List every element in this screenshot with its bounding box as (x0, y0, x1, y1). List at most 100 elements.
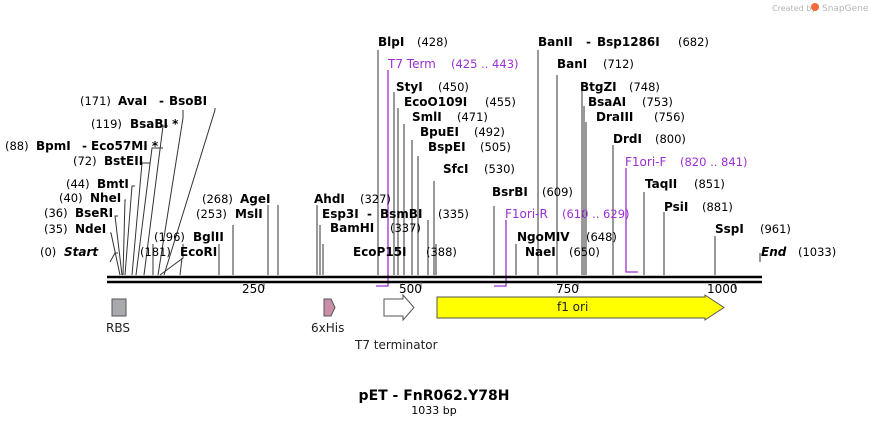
primer-f1oriF-line (625, 168, 638, 273)
snapgene-watermark: Created by SnapGene (772, 3, 869, 14)
avaI-name[interactable]: AvaI (118, 94, 147, 108)
bamHI-pos: (337) (390, 221, 421, 235)
esp3I-pos: (335) (438, 207, 469, 221)
primer-connectors (376, 70, 638, 287)
avaI-pos: (171) (80, 94, 111, 108)
btgZI-pos: (748) (629, 80, 660, 94)
ecoO109I-name[interactable]: EcoO109I (404, 95, 467, 109)
primer-f1oriF-name[interactable]: F1ori-F (625, 155, 666, 169)
banII-name[interactable]: BanII (538, 35, 573, 49)
feature-t7-terminator-label: T7 terminator (354, 338, 438, 352)
styI-pos: (450) (438, 80, 469, 94)
naeI-name[interactable]: NaeI (525, 245, 556, 259)
bsaBI-name[interactable]: BsaBI * (130, 117, 179, 131)
primer-t7term-range: (425 .. 443) (451, 57, 519, 71)
end-label: End (761, 245, 787, 259)
connector-bmtI (124, 185, 135, 276)
draIII-name[interactable]: DraIII (596, 110, 633, 124)
taqII-name[interactable]: TaqII (645, 177, 677, 191)
bsmBI-name[interactable]: BsmBI (380, 207, 422, 221)
ecoP15I-pos: (388) (426, 245, 457, 259)
bsaBI-pos: (119) (91, 117, 122, 131)
taqII-pos: (851) (694, 177, 725, 191)
connector-bsaBI (143, 125, 168, 276)
banII-pos: (682) (678, 35, 709, 49)
bsrBI-pos: (609) (542, 185, 573, 199)
ecoO109I-pos: (455) (485, 95, 516, 109)
drdI-name[interactable]: DrdI (613, 132, 642, 146)
naeI-pos: (650) (569, 245, 600, 259)
ndeI-name[interactable]: NdeI (75, 222, 106, 236)
sfcI-name[interactable]: SfcI (443, 162, 468, 176)
bstEII-name[interactable]: BstEII (104, 154, 143, 168)
feature-rbs-label: RBS (106, 321, 130, 335)
enzyme-connectors (109, 50, 761, 276)
bspEI-name[interactable]: BspEI (428, 140, 466, 154)
watermark-created-by: Created by (772, 4, 816, 13)
draIII-pos: (756) (654, 110, 685, 124)
psiI-pos: (881) (702, 200, 733, 214)
ecoP15I-name[interactable]: EcoP15I (353, 245, 407, 259)
smlI-name[interactable]: SmlI (412, 110, 442, 124)
bglII-name[interactable]: BglII (193, 230, 224, 244)
ecoRI-pos: (181) (140, 245, 171, 259)
bspEI-pos: (505) (480, 140, 511, 154)
bglII-pos: (196) (154, 230, 185, 244)
banI-name[interactable]: BanI (557, 57, 587, 71)
nheI-pos: (40) (59, 191, 83, 205)
bsaAI-pos: (753) (642, 95, 673, 109)
btgZI-name[interactable]: BtgZI (580, 80, 617, 94)
primer-t7term-name[interactable]: T7 Term (387, 57, 436, 71)
nheI-name[interactable]: NheI (90, 191, 121, 205)
bsaAI-name[interactable]: BsaAI (588, 95, 626, 109)
bmtI-name[interactable]: BmtI (97, 177, 129, 191)
bmtI-pos: (44) (66, 177, 90, 191)
ahdI-name[interactable]: AhdI (314, 192, 345, 206)
banI-pos: (712) (603, 57, 634, 71)
primer-f1oriR-name[interactable]: F1ori-R (505, 207, 548, 221)
blpI-name[interactable]: BlpI (378, 35, 404, 49)
connector-ndeI (110, 232, 121, 276)
esp3I-sep: - (367, 207, 372, 221)
connector-nheI (122, 199, 126, 276)
bpmI-pos: (88) (5, 139, 29, 153)
end-pos: (1033) (798, 245, 836, 259)
plasmid-length: 1033 bp (411, 404, 456, 417)
scale-label-250: 250 (242, 282, 265, 296)
bamHI-name[interactable]: BamHI (330, 221, 374, 235)
mslI-pos: (253) (196, 207, 227, 221)
mslI-name[interactable]: MslI (235, 207, 263, 221)
connector-bseRI (114, 215, 123, 276)
start-pos: (0) (40, 245, 56, 259)
ngoMIV-pos: (648) (586, 230, 617, 244)
feature-t7-terminator (383, 293, 415, 322)
connector-bstEII (131, 162, 150, 276)
esp3I-name[interactable]: Esp3I (322, 207, 359, 221)
psiI-name[interactable]: PsiI (664, 200, 688, 214)
feature-f1-ori-label: f1 ori (557, 300, 588, 314)
styI-name[interactable]: StyI (396, 80, 423, 94)
bsp1286I-name[interactable]: Bsp1286I (597, 35, 660, 49)
bsrBI-name[interactable]: BsrBI (492, 185, 528, 199)
connector-avaI (157, 110, 184, 276)
sspI-name[interactable]: SspI (715, 222, 744, 236)
ndeI-pos: (35) (44, 222, 68, 236)
feature-6xhis (323, 298, 336, 317)
connector-ecoRI (179, 257, 183, 276)
primer-f1oriF-range: (820 .. 841) (680, 155, 748, 169)
bpuEI-name[interactable]: BpuEI (420, 125, 459, 139)
bpmI-name[interactable]: BpmI (36, 139, 71, 153)
avaI-sep: - (159, 94, 164, 108)
feature-6xhis-label: 6xHis (311, 321, 344, 335)
connector-ecoRI-anchor (159, 244, 184, 276)
eco57MI-name[interactable]: Eco57MI * (91, 139, 159, 153)
ecoRI-name[interactable]: EcoRI (180, 245, 217, 259)
bseRI-pos: (36) (44, 206, 68, 220)
plasmid-title: pET - FnR062.Y78H (359, 388, 510, 404)
ageI-name[interactable]: AgeI (240, 192, 270, 206)
bpuEI-pos: (492) (474, 125, 505, 139)
ngoMIV-name[interactable]: NgoMIV (517, 230, 570, 244)
bsoBI-name[interactable]: BsoBI (169, 94, 207, 108)
bseRI-name[interactable]: BseRI (75, 206, 113, 220)
